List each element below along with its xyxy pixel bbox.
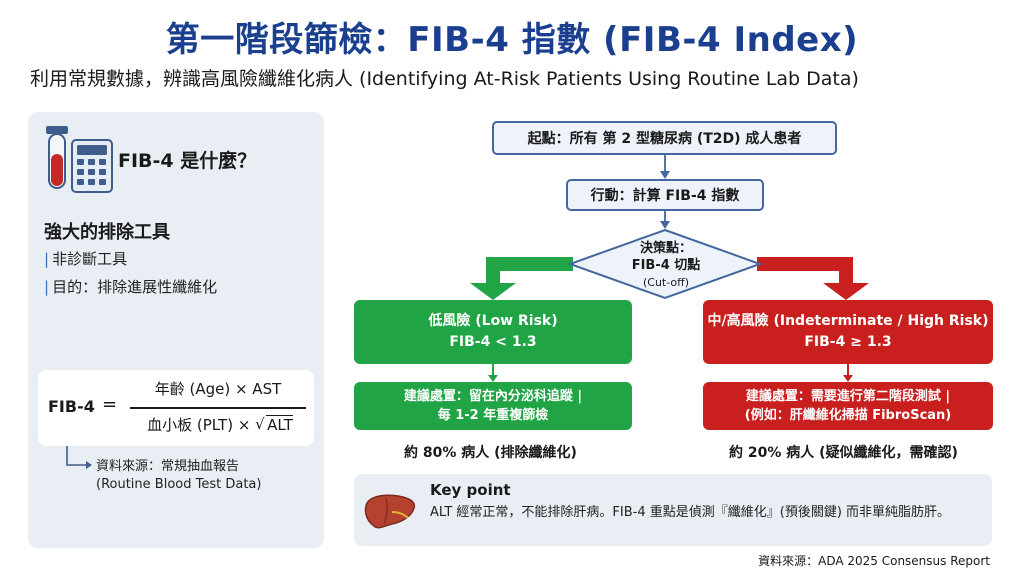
decision-diamond [568, 228, 762, 300]
formula-equals: = [102, 394, 118, 415]
key-point-title: Key point [430, 481, 511, 499]
decision-text: 決策點： FIB-4 切點 (Cut-off) [631, 241, 701, 289]
bullet-purpose: |目的：排除進展性纖維化 [44, 278, 218, 296]
flow-action-box: 行動：計算 FIB-4 指數 [566, 179, 764, 211]
low-risk-box: 低風險 (Low Risk) FIB-4 < 1.3 [354, 300, 632, 364]
footer-source: 資料來源：ADA 2025 Consensus Report [758, 554, 990, 568]
data-source-note: 資料來源：常規抽血報告 (Routine Blood Test Data) [96, 459, 262, 492]
high-risk-box: 中/高風險 (Indeterminate / High Risk) FIB-4 … [703, 300, 993, 364]
connector-start-to-action [660, 155, 670, 179]
formula-label: FIB-4 [48, 397, 95, 416]
corner-arrow-icon [66, 446, 92, 469]
key-point-text: ALT 經常正常，不能排除肝病。FIB-4 重點是偵測『纖維化』(預後關鍵) 而… [430, 505, 951, 520]
formula-numerator: 年齡 (Age) × AST [154, 380, 282, 398]
connector-low-to-rec [488, 364, 498, 382]
page-subtitle: 利用常規數據，辨識高風險纖維化病人 (Identifying At-Risk P… [30, 68, 859, 90]
low-risk-recommendation: 建議處置：留在內分泌科追蹤 | 每 1-2 年重複篩檢 [354, 382, 632, 430]
low-risk-branch-arrow [470, 257, 573, 300]
page-title: 第一階段篩檢：FIB-4 指數 (FIB-4 Index) [165, 20, 859, 60]
exclusion-tool-heading: 強大的排除工具 [44, 222, 170, 243]
low-risk-stat: 約 80% 病人 (排除纖維化) [404, 445, 577, 461]
fraction-line [130, 407, 306, 409]
high-risk-recommendation: 建議處置：需要進行第二階段測試 | (例如：肝纖維化掃描 FibroScan) [703, 382, 993, 430]
lab-icons [44, 126, 118, 200]
calculator-icon [71, 139, 113, 193]
connector-action-to-decision [660, 211, 670, 229]
flow-start-box: 起點：所有 第 2 型糖尿病 (T2D) 成人患者 [492, 121, 837, 155]
high-risk-branch-arrow [757, 257, 869, 300]
fib4-question: FIB-4 是什麼？ [118, 150, 257, 172]
blood-tube-icon [46, 126, 68, 189]
connector-high-to-rec [843, 364, 853, 382]
fib4-formula: FIB-4 = 年齡 (Age) × AST 血小板 (PLT) × √ALT [38, 370, 314, 446]
high-risk-stat: 約 20% 病人 (疑似纖維化，需確認) [729, 445, 958, 461]
liver-icon [364, 494, 416, 529]
fib4-info-panel: FIB-4 是什麼？ 強大的排除工具 |非診斷工具 |目的：排除進展性纖維化 F… [28, 112, 324, 548]
bullet-non-diagnostic: |非診斷工具 [44, 250, 128, 268]
formula-denominator: 血小板 (PLT) × √ALT [147, 415, 293, 434]
sqrt-symbol: √ [255, 415, 265, 433]
key-point-box: Key point ALT 經常正常，不能排除肝病。FIB-4 重點是偵測『纖維… [354, 474, 992, 546]
